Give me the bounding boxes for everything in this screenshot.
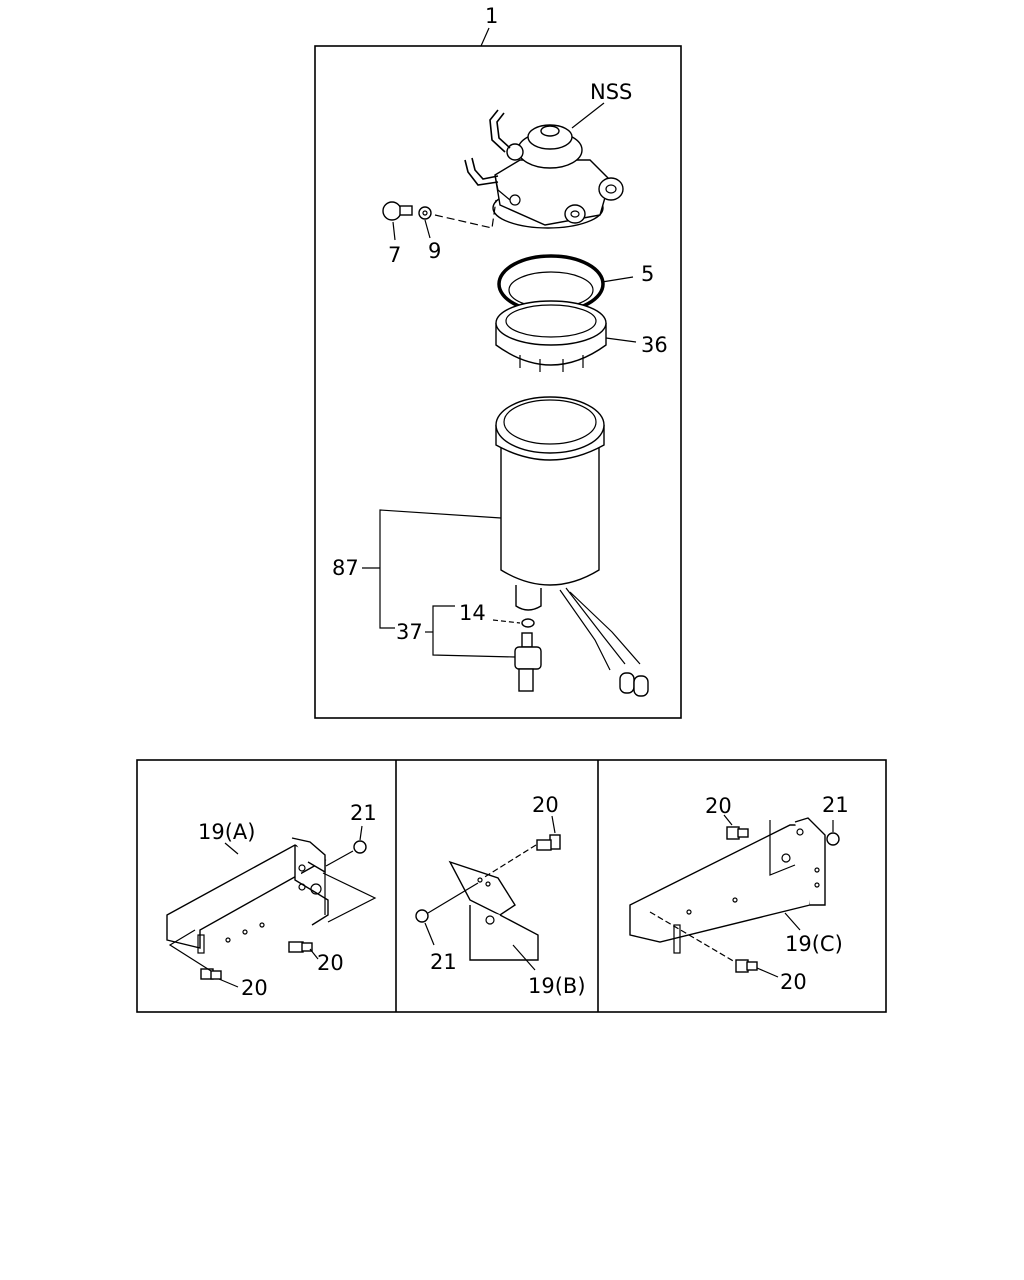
callout-14: 14 <box>459 601 486 625</box>
bolt-20-a-right <box>288 941 313 953</box>
callout-nss: NSS <box>590 80 632 104</box>
callout-36: 36 <box>641 333 668 357</box>
callout-21-a: 21 <box>350 801 377 825</box>
callout-19a: 19(A) <box>198 820 255 844</box>
bracket-panels-frame <box>136 759 887 1013</box>
filter-head <box>464 109 624 229</box>
callout-21-b: 21 <box>430 950 457 974</box>
panel-a: 19(A) 21 20 20 <box>166 801 377 1000</box>
panel-c: 20 21 19(C) 20 <box>629 793 849 994</box>
bracket-19a <box>166 837 329 954</box>
sensor-37 <box>514 632 542 692</box>
bracket-19c <box>629 817 826 954</box>
bolt-20-c-bottom <box>735 959 758 973</box>
panel-b: 20 21 19(B) <box>415 793 586 998</box>
callout-20-b: 20 <box>532 793 559 817</box>
callout-20-c-top: 20 <box>705 794 732 818</box>
callout-7: 7 <box>388 243 401 267</box>
callout-87: 87 <box>332 556 359 580</box>
bolt-20-c-top <box>726 826 749 840</box>
main-assembly: 1 NSS <box>314 4 682 719</box>
washer-9 <box>418 206 432 220</box>
filter-element-87 <box>495 396 649 697</box>
bracket-19b <box>448 860 539 961</box>
callout-19b: 19(B) <box>528 974 586 998</box>
main-assembly-frame <box>314 45 682 719</box>
callout-20-c-bottom: 20 <box>780 970 807 994</box>
nut-21-a <box>353 840 367 854</box>
callout-37: 37 <box>396 620 423 644</box>
bolt-20-b <box>536 834 561 851</box>
callout-1: 1 <box>485 4 498 28</box>
callout-5: 5 <box>641 262 654 286</box>
ring-nut-36 <box>495 300 607 372</box>
callout-19c: 19(C) <box>785 932 843 956</box>
callout-21-c: 21 <box>822 793 849 817</box>
callout-20-a-bottom: 20 <box>241 976 268 1000</box>
callout-20-a-right: 20 <box>317 951 344 975</box>
nut-21-c <box>826 832 840 846</box>
bolt-7 <box>382 201 413 221</box>
o-ring-14 <box>521 618 535 628</box>
nut-21-b <box>415 909 429 923</box>
callout-9: 9 <box>428 239 441 263</box>
